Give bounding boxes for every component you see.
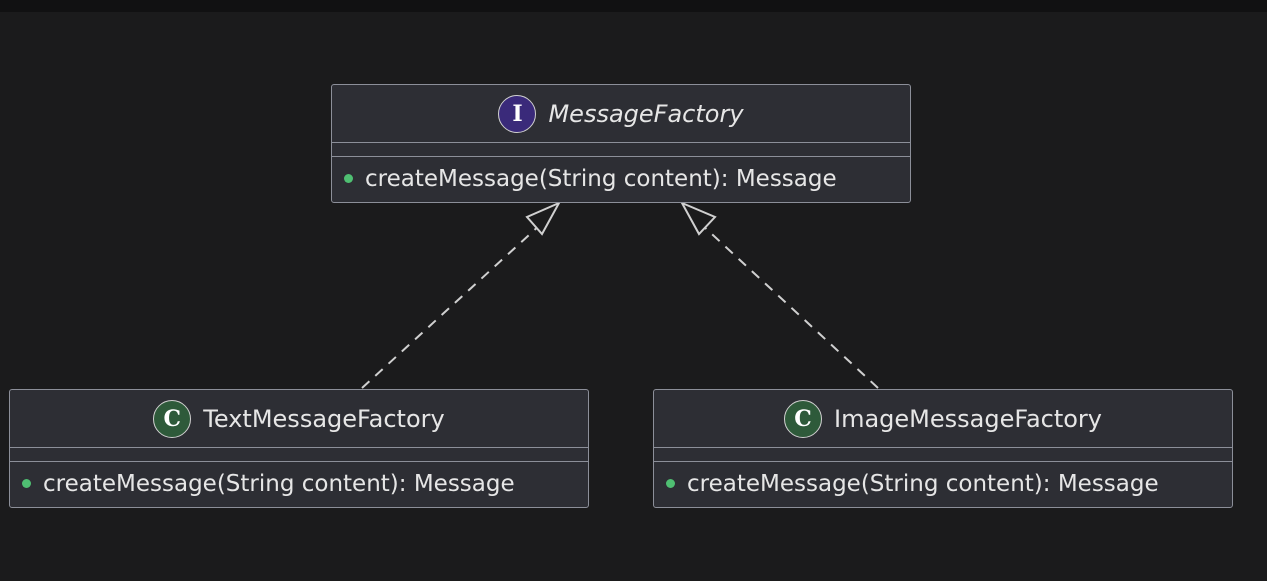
class-name: MessageFactory: [548, 99, 744, 128]
class-box-textmessagefactory[interactable]: C TextMessageFactory createMessage(Strin…: [9, 389, 589, 508]
class-header: C TextMessageFactory: [10, 390, 588, 447]
interface-badge-icon: I: [498, 94, 537, 133]
class-header: I MessageFactory: [332, 85, 910, 142]
class-name: TextMessageFactory: [203, 404, 445, 433]
divider: [10, 447, 588, 448]
class-box-imagemessagefactory[interactable]: C ImageMessageFactory createMessage(Stri…: [653, 389, 1233, 508]
interface-box-messagefactory[interactable]: I MessageFactory createMessage(String co…: [331, 84, 911, 203]
attributes-section: [654, 448, 1232, 461]
divider: [332, 156, 910, 157]
method-signature: createMessage(String content): Message: [687, 470, 1159, 497]
public-method-dot-icon: [344, 174, 353, 183]
attributes-section: [10, 448, 588, 461]
attributes-section: [332, 143, 910, 156]
method-row: createMessage(String content): Message: [10, 462, 588, 505]
realization-edge-text-to-interface: [361, 223, 542, 389]
class-header: C ImageMessageFactory: [654, 390, 1232, 447]
public-method-dot-icon: [22, 479, 31, 488]
realization-edge-image-to-interface: [700, 223, 879, 389]
class-badge-icon: C: [153, 399, 192, 438]
method-signature: createMessage(String content): Message: [43, 470, 515, 497]
class-name: ImageMessageFactory: [833, 404, 1103, 433]
top-bar: [0, 0, 1267, 12]
class-badge-icon: C: [783, 399, 822, 438]
divider: [332, 142, 910, 143]
method-row: createMessage(String content): Message: [654, 462, 1232, 505]
realization-arrowhead-icon: [525, 200, 562, 236]
divider: [10, 461, 588, 462]
method-signature: createMessage(String content): Message: [365, 165, 837, 192]
realization-arrowhead-icon: [679, 200, 717, 236]
divider: [654, 461, 1232, 462]
method-row: createMessage(String content): Message: [332, 157, 910, 200]
public-method-dot-icon: [666, 479, 675, 488]
divider: [654, 447, 1232, 448]
